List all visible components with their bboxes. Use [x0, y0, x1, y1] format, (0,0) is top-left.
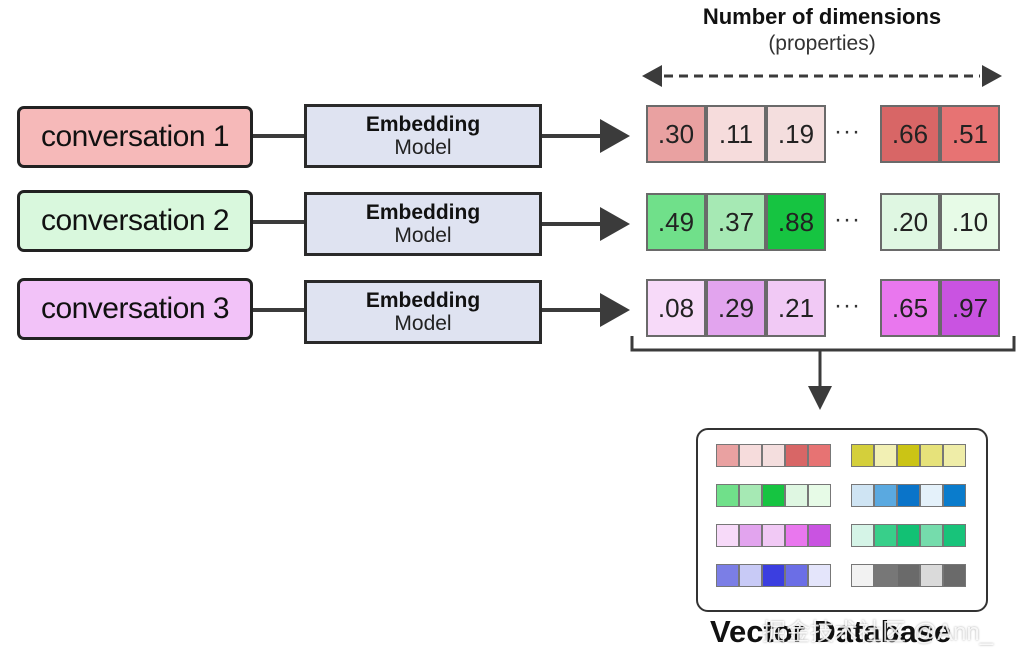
connector-2a	[253, 220, 304, 224]
vector-3-cell-3: .21	[766, 279, 826, 337]
db-right-row-2-square-1	[851, 484, 874, 507]
arrow-3-head	[600, 293, 630, 327]
db-left-row-2-square-5	[808, 484, 831, 507]
embedding-model-1-subtitle: Model	[394, 136, 452, 159]
connector-1b	[542, 134, 604, 138]
db-right-row-2-square-4	[920, 484, 943, 507]
vector-2-cell-5: .10	[940, 193, 1000, 251]
db-right-row-1-square-3	[897, 444, 920, 467]
db-right-row-2-square-3	[897, 484, 920, 507]
vector-1-cell-1: .30	[646, 105, 706, 163]
connector-3b	[542, 308, 604, 312]
db-left-row-3-square-3	[762, 524, 785, 547]
db-right-row-3-square-5	[943, 524, 966, 547]
vector-3-cell-1: .08	[646, 279, 706, 337]
conversation-1-label: conversation 1	[40, 120, 230, 153]
dimensions-subtitle: (properties)	[768, 32, 876, 55]
db-left-row-1-square-5	[808, 444, 831, 467]
db-right-row-1-square-1	[851, 444, 874, 467]
db-right-row-3-square-1	[851, 524, 874, 547]
connector-1a	[253, 134, 304, 138]
connector-2b	[542, 222, 604, 226]
db-left-row-3-square-5	[808, 524, 831, 547]
embedding-model-2: Embedding Model	[304, 192, 542, 256]
db-right-row-4-square-1	[851, 564, 874, 587]
conversation-2-label: conversation 2	[40, 204, 230, 237]
embedding-model-3: Embedding Model	[304, 280, 542, 344]
db-right-row-3-square-4	[920, 524, 943, 547]
vectors-bracket	[630, 336, 1016, 410]
arrow-2-head	[600, 207, 630, 241]
db-left-row-3-square-1	[716, 524, 739, 547]
embedding-model-3-title: Embedding	[365, 288, 481, 312]
vector-1-cell-3: .19	[766, 105, 826, 163]
db-left-row-2-square-1	[716, 484, 739, 507]
db-right-row-3-square-3	[897, 524, 920, 547]
db-right-row-3-square-2	[874, 524, 897, 547]
db-left-row-4-square-3	[762, 564, 785, 587]
db-left-row-4-square-2	[739, 564, 762, 587]
db-left-row-2-square-2	[739, 484, 762, 507]
watermark: 掘金技术社区 @Ann_	[762, 619, 994, 646]
db-left-row-2-square-3	[762, 484, 785, 507]
db-left-row-1-square-2	[739, 444, 762, 467]
vector-1-cell-2: .11	[706, 105, 766, 163]
db-left-row-1-square-3	[762, 444, 785, 467]
embedding-model-3-subtitle: Model	[394, 312, 452, 335]
vector-3-cell-5: .97	[940, 279, 1000, 337]
db-left-row-4-square-1	[716, 564, 739, 587]
embedding-model-1: Embedding Model	[304, 104, 542, 168]
vector-2-cell-2: .37	[706, 193, 766, 251]
conversation-1-box: conversation 1	[17, 106, 253, 168]
db-left-row-2-square-4	[785, 484, 808, 507]
embedding-model-2-subtitle: Model	[394, 224, 452, 247]
db-right-row-2-square-5	[943, 484, 966, 507]
dimensions-double-arrow	[642, 65, 1002, 87]
vector-1-cell-5: .51	[940, 105, 1000, 163]
vector-3-ellipsis: ···	[834, 292, 861, 319]
vector-3-cell-2: .29	[706, 279, 766, 337]
db-right-row-1-square-5	[943, 444, 966, 467]
db-left-row-4-square-5	[808, 564, 831, 587]
vector-3-cell-4: .65	[880, 279, 940, 337]
conversation-3-box: conversation 3	[17, 278, 253, 340]
db-right-row-2-square-2	[874, 484, 897, 507]
db-left-row-1-square-1	[716, 444, 739, 467]
db-right-row-4-square-3	[897, 564, 920, 587]
db-left-row-3-square-2	[739, 524, 762, 547]
vector-2-cell-4: .20	[880, 193, 940, 251]
db-left-row-4-square-4	[785, 564, 808, 587]
db-left-row-3-square-4	[785, 524, 808, 547]
vector-1-ellipsis: ···	[834, 118, 861, 145]
vector-2-cell-3: .88	[766, 193, 826, 251]
db-left-row-1-square-4	[785, 444, 808, 467]
db-right-row-4-square-2	[874, 564, 897, 587]
db-right-row-1-square-2	[874, 444, 897, 467]
embedding-model-2-title: Embedding	[365, 200, 481, 224]
dimensions-title: Number of dimensions	[702, 4, 942, 29]
db-right-row-1-square-4	[920, 444, 943, 467]
conversation-3-label: conversation 3	[40, 292, 230, 325]
connector-3a	[253, 308, 304, 312]
db-right-row-4-square-4	[920, 564, 943, 587]
vector-1-cell-4: .66	[880, 105, 940, 163]
vector-2-ellipsis: ···	[834, 206, 861, 233]
embedding-model-1-title: Embedding	[365, 112, 481, 136]
db-right-row-4-square-5	[943, 564, 966, 587]
vector-2-cell-1: .49	[646, 193, 706, 251]
arrow-1-head	[600, 119, 630, 153]
vector-database-title: Vector Database	[710, 614, 952, 649]
conversation-2-box: conversation 2	[17, 190, 253, 252]
